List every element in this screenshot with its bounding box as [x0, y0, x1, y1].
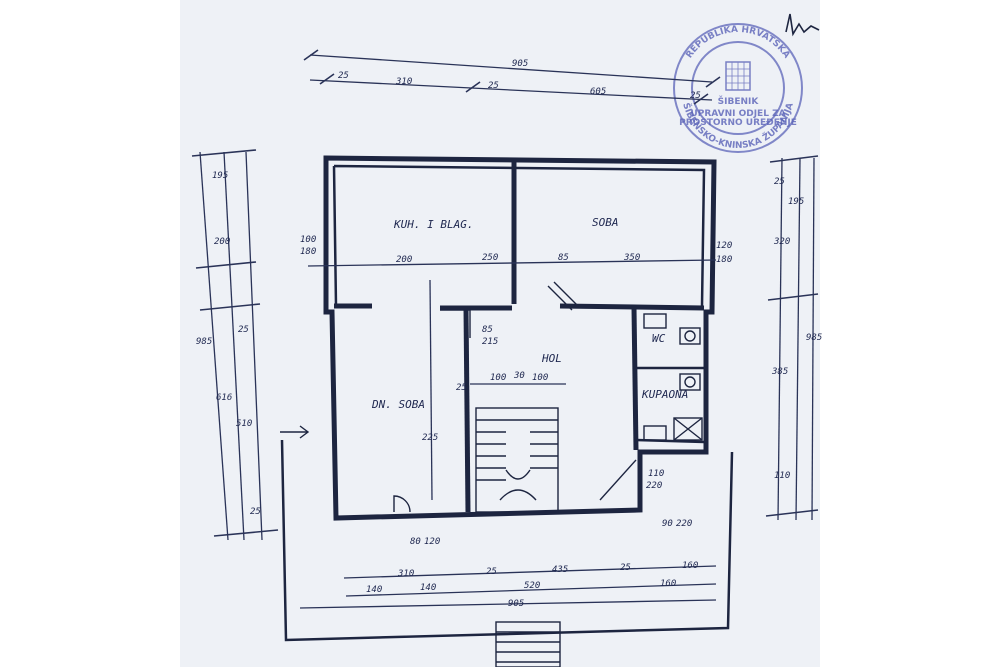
dim-bottom-c: 90	[662, 519, 673, 529]
dim-left-seg-a: 200	[214, 237, 230, 247]
inner-dimension-lines	[299, 259, 717, 609]
room-label-bedroom: SOBA	[592, 216, 619, 229]
left-dimension-lines: 985 200 616 510 25 195 25	[191, 149, 279, 541]
building-walls	[323, 155, 717, 521]
dim-sill-b: 180	[716, 255, 732, 265]
room-label-bathroom: KUPAONA	[641, 388, 688, 401]
dim-top-seg1: 25	[338, 71, 349, 81]
coat-of-arms-icon	[725, 61, 751, 91]
room-label-hall: HOL	[541, 352, 562, 365]
dim-right-seg-b: 320	[773, 237, 790, 247]
dim-living-height: 225	[422, 433, 438, 443]
dim-left-seg-f: 25	[250, 507, 261, 517]
dim-bottom-row1-a: 310	[397, 569, 414, 579]
dim-right-seg-e: 110	[774, 471, 790, 481]
dim-left-a: 100	[300, 235, 316, 245]
dim-bottom-b: 120	[424, 537, 440, 547]
dim-bottom-row1-e: 160	[682, 561, 698, 571]
bathroom-fixtures	[643, 313, 703, 441]
dim-right-seg-c: 385	[771, 367, 788, 377]
dim-hall-d: 25	[456, 383, 467, 393]
dim-bottom-row2-a: 140	[366, 585, 382, 595]
dim-bottom-a: 80	[410, 537, 421, 547]
dim-sill: 120	[716, 241, 732, 251]
dim-bottom-row2-b: 140	[420, 583, 436, 593]
signature-scribble	[785, 13, 820, 37]
dim-bottom-row1-b: 25	[486, 567, 497, 577]
stamp-inner2: PROSTORNO UREĐENJE	[679, 118, 797, 128]
dim-top-seg3: 25	[488, 81, 499, 91]
paper-sheet	[180, 0, 820, 667]
dim-top-overall: 905	[512, 59, 528, 69]
dim-bottom-d: 220	[676, 519, 692, 529]
dim-bottom-row1-c: 435	[552, 565, 568, 575]
dim-top-seg2: 310	[395, 77, 412, 87]
dim-bottom-overall: 905	[508, 599, 524, 609]
dim-kitchen-gap: 250	[482, 253, 498, 263]
inner-dimension-labels: 200 250 85 350 100 30 100 25 225 85 215 …	[300, 235, 732, 547]
dim-bottom-row1-d: 25	[620, 563, 631, 573]
entry-hatch	[440, 281, 579, 338]
dim-left-seg-e: 195	[212, 171, 228, 181]
right-dimension-lines: 985 195 320 385 25 110	[765, 155, 822, 521]
dim-left-overall: 985	[196, 337, 212, 347]
dim-door-b: 215	[482, 337, 498, 347]
dim-bottom-row2-d: 160	[660, 579, 676, 589]
dim-hall-c: 100	[532, 373, 548, 383]
stamp-center: ŠIBENIK	[718, 95, 760, 107]
bottom-dimension-labels: 310 25 435 25 160 140 140 520 160 905	[366, 561, 698, 609]
dim-left-seg-c: 510	[236, 419, 252, 429]
stamp-inner1: UPRAVNI ODJEL ZA	[690, 109, 785, 119]
dim-kitchen-width: 200	[396, 255, 412, 265]
dim-right-seg-a: 195	[788, 197, 804, 207]
wall-hall-bath	[631, 307, 639, 451]
room-label-kitchen: KUH. I BLAG.	[393, 218, 473, 231]
room-label-living: DN. SOBA	[371, 398, 425, 411]
wall-upper-row	[334, 303, 705, 311]
dim-right-overall: 985	[806, 333, 822, 343]
dim-bedroom-width: 350	[623, 253, 640, 263]
door-swings	[280, 425, 637, 513]
dim-left-seg-d: 25	[238, 325, 249, 335]
dim-opening-b: 220	[646, 481, 662, 491]
outer-wall	[323, 155, 717, 521]
dim-door-a: 85	[482, 325, 493, 335]
terrace-outline	[280, 439, 734, 642]
exterior-stairs	[495, 621, 561, 667]
room-labels: KUH. I BLAG. SOBA DN. SOBA HOL WC KUPAON…	[371, 216, 688, 411]
dim-room-gap: 85	[558, 253, 569, 263]
dim-left-b: 180	[300, 247, 316, 257]
dim-hall-a: 100	[490, 373, 506, 383]
dim-hall-b: 30	[513, 371, 525, 381]
dim-right-seg-d: 25	[774, 177, 785, 187]
room-label-wc: WC	[652, 332, 666, 345]
dim-top-seg5: 25	[690, 91, 701, 101]
dim-top-seg4: 605	[590, 87, 606, 97]
top-dimension-lines: 905 25 310 25 605 25	[303, 49, 721, 105]
staircase	[475, 407, 559, 513]
dim-left-seg-b: 616	[216, 393, 232, 403]
wall-living-hall	[463, 307, 471, 513]
dim-bottom-row2-c: 520	[524, 581, 540, 591]
dim-opening: 110	[648, 469, 664, 479]
